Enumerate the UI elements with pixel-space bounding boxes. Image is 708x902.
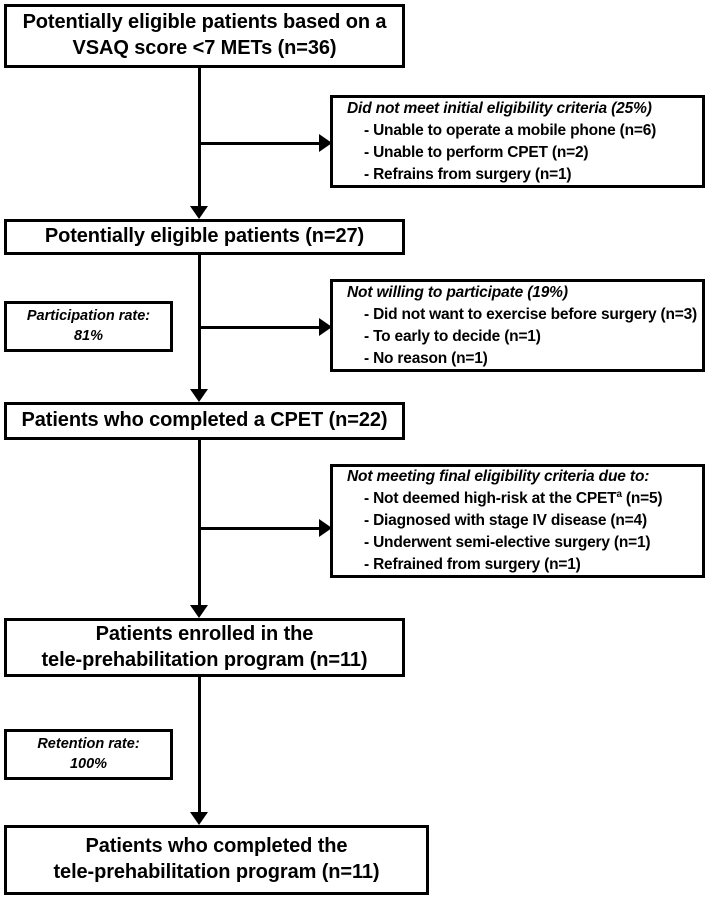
connector-trunk-3 [198,440,201,607]
arrow-right-3 [319,519,332,537]
exclusion-item: - Refrains from surgery (n=1) [364,165,572,183]
main-box-completed-prehab[interactable]: Patients who completed the tele-prehabil… [4,825,429,895]
exclusion-item: - Unable to perform CPET (n=2) [364,143,589,161]
main-box-line-1: Patients who completed the [85,835,348,858]
main-box-line-1: Patients enrolled in the [95,622,314,645]
main-box-eligible-vsaq[interactable]: Potentially eligible patients based on a… [4,4,405,68]
rate-box-participation[interactable]: Participation rate: 81% [4,301,173,352]
exclusion-box-final-eligibility[interactable]: Not meeting final eligibility criteria d… [330,464,705,578]
rate-value: 81% [73,327,104,344]
exclusion-item: - Diagnosed with stage IV disease (n=4) [364,512,647,529]
footnote-marker-a: a [616,488,622,500]
main-box-line-1: Potentially eligible patients (n=27) [44,225,365,248]
arrow-down-4 [190,812,208,825]
exclusion-item: - Refrained from surgery (n=1) [364,556,581,573]
main-box-line-1: Potentially eligible patients based on a [22,11,387,34]
exclusion-item-cpet-count: (n=5) [621,490,663,507]
main-box-line-1: Patients who completed a CPET (n=22) [21,409,388,432]
main-box-line-2: tele-prehabilitation program (n=11) [41,648,368,671]
connector-trunk-1 [198,68,201,208]
arrow-right-2 [319,318,332,336]
connector-branch-1 [198,142,322,145]
main-box-completed-cpet[interactable]: Patients who completed a CPET (n=22) [4,402,405,440]
main-box-line-2: tele-prehabilitation program (n=11) [53,861,380,883]
exclusion-item: - Underwent semi-elective surgery (n=1) [364,534,651,551]
exclusion-item-cpet-text: - Not deemed high-risk at the CPET [364,490,617,507]
rate-box-retention[interactable]: Retention rate: 100% [4,729,173,780]
arrow-down-3 [190,605,208,618]
exclusion-title: Did not meet initial eligibility criteri… [347,99,652,117]
exclusion-item: - No reason (n=1) [364,349,488,367]
rate-value: 100% [69,755,108,772]
exclusion-title: Not willing to participate (19%) [347,283,568,301]
exclusion-item-cpet: - Not deemed high-risk at the CPETa (n=5… [347,488,663,510]
connector-branch-2 [198,326,322,329]
arrow-down-2 [190,389,208,402]
connector-branch-3 [198,527,322,530]
exclusion-item: - Did not want to exercise before surger… [364,305,697,323]
connector-trunk-4 [198,677,201,814]
rate-label: Participation rate: [26,307,151,324]
connector-trunk-2 [198,255,201,391]
exclusion-box-not-willing[interactable]: Not willing to participate (19%) - Did n… [330,279,705,372]
exclusion-box-initial-eligibility[interactable]: Did not meet initial eligibility criteri… [330,95,705,188]
arrow-down-1 [190,206,208,219]
exclusion-item: - To early to decide (n=1) [364,327,541,345]
exclusion-item: - Unable to operate a mobile phone (n=6) [364,121,657,139]
main-box-enrolled-prehab[interactable]: Patients enrolled in the tele-prehabilit… [4,618,405,677]
main-box-line-2: VSAQ score <7 METs (n=36) [72,37,337,59]
arrow-right-1 [319,134,332,152]
main-box-potentially-eligible[interactable]: Potentially eligible patients (n=27) [4,219,405,255]
exclusion-title: Not meeting final eligibility criteria d… [347,468,650,485]
rate-label: Retention rate: [37,735,140,752]
